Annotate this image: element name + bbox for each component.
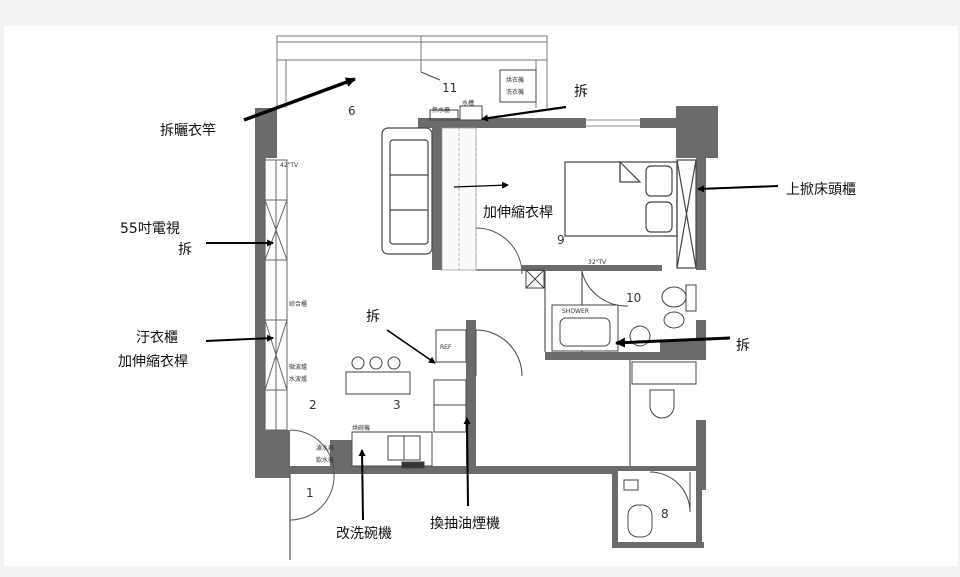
balcony: [276, 35, 548, 108]
label-remove-mid: 拆: [366, 309, 380, 325]
bedroom-door: [475, 227, 523, 275]
cabinet-label: 綜合櫃: [289, 300, 307, 308]
walls: [255, 106, 718, 548]
room-label-10: 10: [626, 291, 641, 305]
room-label-8: 8: [661, 507, 669, 521]
microwave2-label: 水波爐: [289, 375, 307, 383]
room-label-9: 9: [557, 233, 565, 247]
bedroom-window: [586, 119, 640, 127]
room-label-6: 6: [348, 104, 356, 118]
annotation-arrows: [205, 77, 779, 521]
arrow-headboard: [697, 185, 779, 193]
arrow-telescoping-rod: [453, 181, 509, 189]
washer-label: 洗衣機: [506, 88, 524, 96]
entry-door: [289, 429, 335, 521]
toilet-8: [623, 471, 691, 538]
label-tv55-line2: 拆: [178, 242, 192, 258]
water-heater-label: 熱水器: [432, 106, 450, 114]
room-label-1: 1: [306, 486, 314, 500]
label-tv55-line1: 55吋電視: [120, 221, 180, 237]
utility-room: [420, 69, 537, 121]
bed: [564, 159, 697, 269]
arrow-dishwasher: [358, 449, 366, 521]
tv42-label: 42"TV: [280, 162, 299, 169]
kitchen-counter: [351, 329, 523, 469]
room-labels: 1 2 3 6 8 9 10 11: [306, 81, 669, 521]
shower-label: SHOWER: [562, 308, 589, 315]
sofa: [381, 127, 433, 255]
water-tank-label: 水槽: [462, 99, 474, 107]
room-label-2: 2: [309, 398, 317, 412]
wardrobe-rod: [441, 127, 477, 271]
label-telescoping-rod: 加伸縮衣桿: [483, 205, 553, 221]
ref-label: REF: [440, 344, 452, 351]
label-remove-top: 拆: [574, 84, 588, 100]
fixture-labels: 42"TV 32"TV 綜合櫃 微波爐 水波爐 REF 烘碗機 熱水器 水槽 烘…: [280, 76, 607, 464]
dispenser-label: 飲水機: [316, 456, 334, 464]
wash-basin: [631, 361, 697, 419]
label-remove-drying-rack: 拆曬衣竿: [160, 123, 216, 139]
tv32-label: 32"TV: [588, 259, 607, 266]
arrow-range-hood: [463, 417, 471, 507]
room-label-3: 3: [393, 398, 401, 412]
dryer-label: 烘衣機: [506, 76, 524, 84]
filter-label: 濾水器: [316, 444, 334, 452]
label-lift-headboard: 上掀床頭櫃: [786, 182, 856, 198]
arrow-remove-right: [615, 336, 731, 348]
arrow-remove-top: [481, 105, 567, 122]
label-wardrobe-line1: 汙衣櫃: [136, 330, 178, 346]
annotation-labels: 拆曬衣竿 55吋電視 拆 汙衣櫃 加伸縮衣桿 拆 拆 拆 加伸縮衣桿 上掀床頭櫃…: [118, 84, 856, 542]
arrow-remove-mid: [386, 329, 436, 364]
bathroom: [525, 269, 697, 352]
label-wardrobe-line2: 加伸縮衣桿: [118, 354, 188, 370]
label-range-hood: 換抽油煙機: [430, 516, 500, 532]
left-cabinets: [264, 159, 288, 431]
arrow-drying-rack: [243, 77, 356, 122]
kitchen-island: [345, 356, 411, 395]
oven-label: 烘碗機: [352, 424, 370, 432]
arrow-wardrobe: [205, 334, 274, 342]
label-dishwasher: 改洗碗機: [336, 526, 392, 542]
room-label-11: 11: [442, 81, 457, 95]
microwave1-label: 微波爐: [289, 363, 307, 371]
label-remove-right: 拆: [736, 338, 750, 354]
